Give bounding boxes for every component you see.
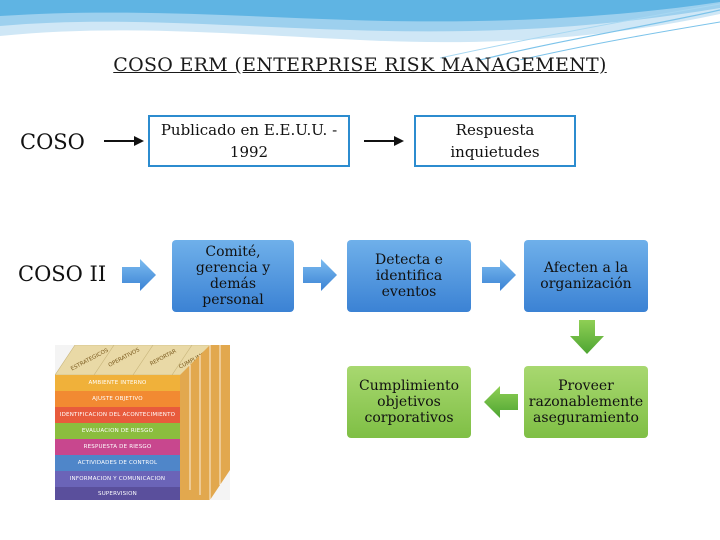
block-arrow-right-icon — [303, 259, 337, 291]
cube-layer-label: RESPUESTA DE RIESGO — [55, 439, 180, 455]
cube-front-face: AMBIENTE INTERNO AJUSTE OBJETIVO IDENTIF… — [55, 375, 180, 500]
respuesta-box: Respuesta inquietudes — [414, 115, 576, 167]
cube-top-label: REPORTAR — [149, 348, 178, 368]
coso-ii-label: COSO II — [18, 262, 107, 286]
header-wave-decoration — [0, 0, 720, 60]
afecten-box: Afecten a la organización — [524, 240, 648, 312]
cube-top-face — [55, 345, 230, 375]
cube-layer-label: ACTIVIDADES DE CONTROL — [55, 455, 180, 471]
page-title: COSO ERM (ENTERPRISE RISK MANAGEMENT) — [113, 54, 607, 76]
cube-layer-label: EVALUACION DE RIESGO — [55, 423, 180, 439]
cube-top-label: OPERATIVOS — [107, 347, 141, 369]
proveer-box: Proveer razonablemente aseguramiento — [524, 366, 648, 438]
cube-layer-label: AJUSTE OBJETIVO — [55, 391, 180, 407]
cube-layer-label: IDENTIFICACION DEL ACONTECIMIENTO — [55, 407, 180, 423]
arrow-right-icon — [364, 136, 404, 146]
detecta-box: Detecta e identifica eventos — [347, 240, 471, 312]
cube-layer-label: SUPERVISION — [55, 487, 180, 500]
coso-cube-image: ESTRATEGICOS OPERATIVOS REPORTAR CUMPLIM… — [55, 345, 230, 500]
cube-layer-label: INFORMACION Y COMUNICACION — [55, 471, 180, 487]
block-arrow-right-icon — [122, 259, 156, 291]
publicado-box: Publicado en E.E.U.U. - 1992 — [148, 115, 350, 167]
cube-top-label: ESTRATEGICOS — [70, 347, 110, 373]
arrow-right-icon — [104, 136, 144, 146]
block-arrow-left-icon — [484, 386, 518, 418]
coso-label: COSO — [20, 130, 85, 154]
comite-box: Comité, gerencia y demás personal — [172, 240, 294, 312]
cube-side-face — [180, 345, 230, 500]
cumplimiento-box: Cumplimiento objetivos corporativos — [347, 366, 471, 438]
cube-layer-label: AMBIENTE INTERNO — [55, 375, 180, 391]
block-arrow-right-icon — [482, 259, 516, 291]
block-arrow-down-icon — [570, 320, 604, 354]
